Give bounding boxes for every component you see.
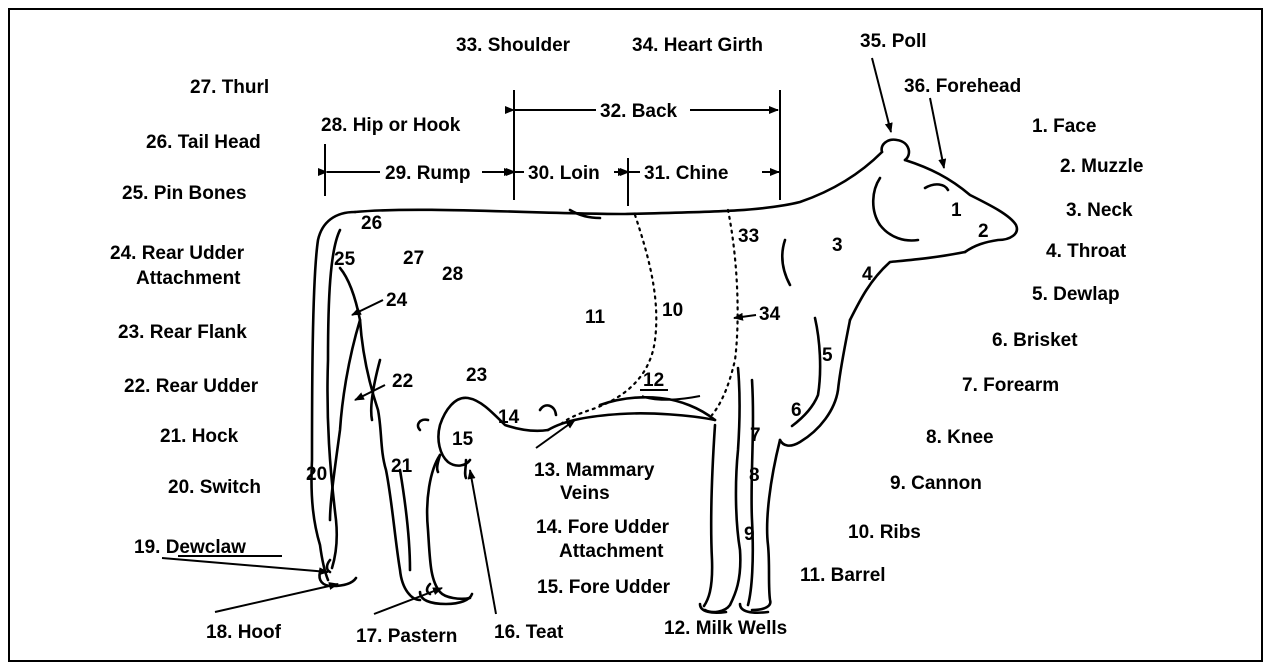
marker-3: 3	[832, 235, 843, 256]
label-knee: 8. Knee	[926, 427, 994, 448]
label-mammary-veins-2: Veins	[560, 483, 610, 504]
marker-4: 4	[862, 264, 873, 285]
label-ribs: 10. Ribs	[848, 522, 921, 543]
label-heart-girth: 34. Heart Girth	[632, 35, 763, 56]
label-cannon: 9. Cannon	[890, 473, 982, 494]
marker-11: 11	[585, 307, 606, 328]
label-fore-udder-attachment-2: Attachment	[559, 541, 664, 562]
label-rear-flank: 23. Rear Flank	[118, 322, 247, 343]
body-markers: 1 2 3 4 5 6 7 8 9 10 11 12 14 15 20 21 2…	[306, 200, 989, 545]
label-pastern: 17. Pastern	[356, 626, 457, 647]
label-back: 32. Back	[600, 101, 678, 122]
label-rear-udder-attachment-1: 24. Rear Udder	[110, 243, 245, 264]
label-teat: 16. Teat	[494, 622, 564, 643]
label-rear-udder-attachment-2: Attachment	[136, 268, 241, 289]
part-labels: 1. Face 2. Muzzle 3. Neck 4. Throat 5. D…	[110, 31, 1143, 647]
label-muzzle: 2. Muzzle	[1060, 156, 1143, 177]
marker-33: 33	[738, 226, 759, 247]
label-fore-udder-attachment-1: 14. Fore Udder	[536, 517, 670, 538]
label-milk-wells: 12. Milk Wells	[664, 618, 787, 639]
marker-21: 21	[391, 456, 413, 477]
label-fore-udder: 15. Fore Udder	[537, 577, 671, 598]
label-throat: 4. Throat	[1046, 241, 1127, 262]
label-hock: 21. Hock	[160, 426, 239, 447]
label-dewlap: 5. Dewlap	[1032, 284, 1120, 305]
label-brisket: 6. Brisket	[992, 330, 1078, 351]
label-thurl: 27. Thurl	[190, 77, 269, 98]
label-rear-udder: 22. Rear Udder	[124, 376, 259, 397]
marker-34: 34	[759, 304, 781, 325]
label-poll: 35. Poll	[860, 31, 927, 52]
label-hip-or-hook: 28. Hip or Hook	[321, 115, 461, 136]
label-hoof: 18. Hoof	[206, 622, 282, 643]
marker-8: 8	[749, 465, 760, 486]
marker-15: 15	[452, 429, 474, 450]
label-loin: 30. Loin	[528, 163, 600, 184]
marker-6: 6	[791, 400, 802, 421]
marker-25: 25	[334, 249, 356, 270]
label-forearm: 7. Forearm	[962, 375, 1059, 396]
marker-23: 23	[466, 365, 487, 386]
label-barrel: 11. Barrel	[800, 565, 886, 586]
marker-26: 26	[361, 213, 382, 234]
marker-10: 10	[662, 300, 683, 321]
marker-2: 2	[978, 221, 989, 242]
marker-24: 24	[386, 290, 408, 311]
marker-28: 28	[442, 264, 463, 285]
marker-7: 7	[750, 425, 761, 446]
label-switch: 20. Switch	[168, 477, 261, 498]
region-brackets	[325, 90, 780, 206]
marker-20: 20	[306, 464, 327, 485]
label-shoulder: 33. Shoulder	[456, 35, 571, 56]
marker-5: 5	[822, 345, 833, 366]
marker-22: 22	[392, 371, 413, 392]
label-forehead: 36. Forehead	[904, 76, 1021, 97]
marker-14: 14	[498, 407, 520, 428]
label-tail-head: 26. Tail Head	[146, 132, 261, 153]
label-neck: 3. Neck	[1066, 200, 1133, 221]
marker-27: 27	[403, 248, 424, 269]
label-face: 1. Face	[1032, 116, 1096, 137]
label-chine: 31. Chine	[644, 163, 728, 184]
marker-12: 12	[643, 370, 664, 391]
label-dewclaw: 19. Dewclaw	[134, 537, 246, 558]
label-rump: 29. Rump	[385, 163, 471, 184]
label-pin-bones: 25. Pin Bones	[122, 183, 247, 204]
label-mammary-veins-1: 13. Mammary	[534, 460, 655, 481]
marker-1: 1	[951, 200, 962, 221]
marker-9: 9	[744, 524, 755, 545]
